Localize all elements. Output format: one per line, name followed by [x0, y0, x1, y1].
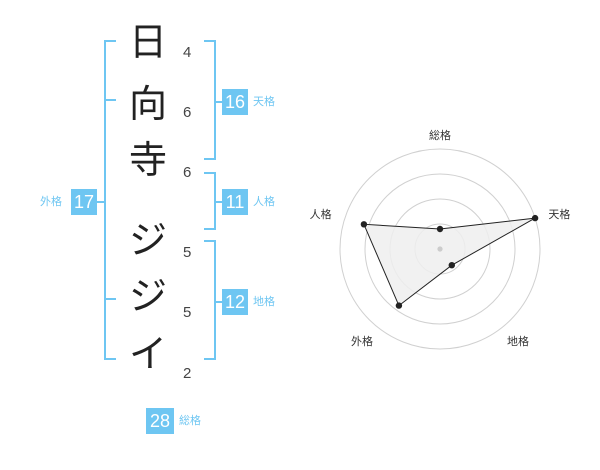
- radar-ring: [364, 173, 516, 325]
- stroke-count-3: 6: [183, 164, 192, 181]
- name-char-6: イ: [128, 332, 167, 376]
- radar-points: [360, 214, 539, 309]
- radar-polygon: [363, 217, 536, 307]
- radar-axis-label: 地格: [507, 334, 529, 348]
- radar-axis-label: 天格: [548, 207, 570, 221]
- name-char-4: ジ: [128, 218, 167, 262]
- name-char-1: 日: [128, 20, 167, 64]
- radar-point: [448, 262, 455, 269]
- name-char-2: 向: [128, 82, 167, 126]
- radar-axis-label: 人格: [310, 207, 332, 221]
- radar-ring: [339, 148, 541, 350]
- stroke-count-6: 2: [183, 365, 192, 382]
- stroke-count-1: 4: [183, 44, 192, 61]
- tenkaku-label: 天格: [253, 95, 275, 108]
- soukaku-label: 総格: [179, 414, 201, 427]
- radar-point: [436, 225, 444, 233]
- soukaku-value: 28: [146, 408, 174, 434]
- jinkaku-label: 人格: [253, 195, 275, 208]
- stroke-count-2: 6: [183, 104, 192, 121]
- name-char-5: ジ: [128, 274, 167, 318]
- gaikaku-label: 外格: [40, 195, 62, 208]
- chikaku-label: 地格: [253, 295, 275, 308]
- radar-center-dot: [437, 246, 443, 252]
- stroke-count-4: 5: [183, 244, 192, 261]
- radar-point: [531, 214, 539, 222]
- tenkaku-value: 16: [222, 89, 248, 115]
- radar-point: [360, 221, 368, 228]
- jinkaku-value: 11: [222, 189, 248, 215]
- chikaku-value: 12: [222, 289, 248, 315]
- gaikaku-value: 17: [71, 189, 97, 215]
- radar-grid: [339, 148, 541, 350]
- name-char-3: 寺: [128, 138, 167, 182]
- stroke-count-5: 5: [183, 304, 192, 321]
- radar-axis-label: 外格: [351, 334, 373, 348]
- radar-axis-label: 総格: [429, 128, 451, 142]
- radar-point: [395, 302, 403, 309]
